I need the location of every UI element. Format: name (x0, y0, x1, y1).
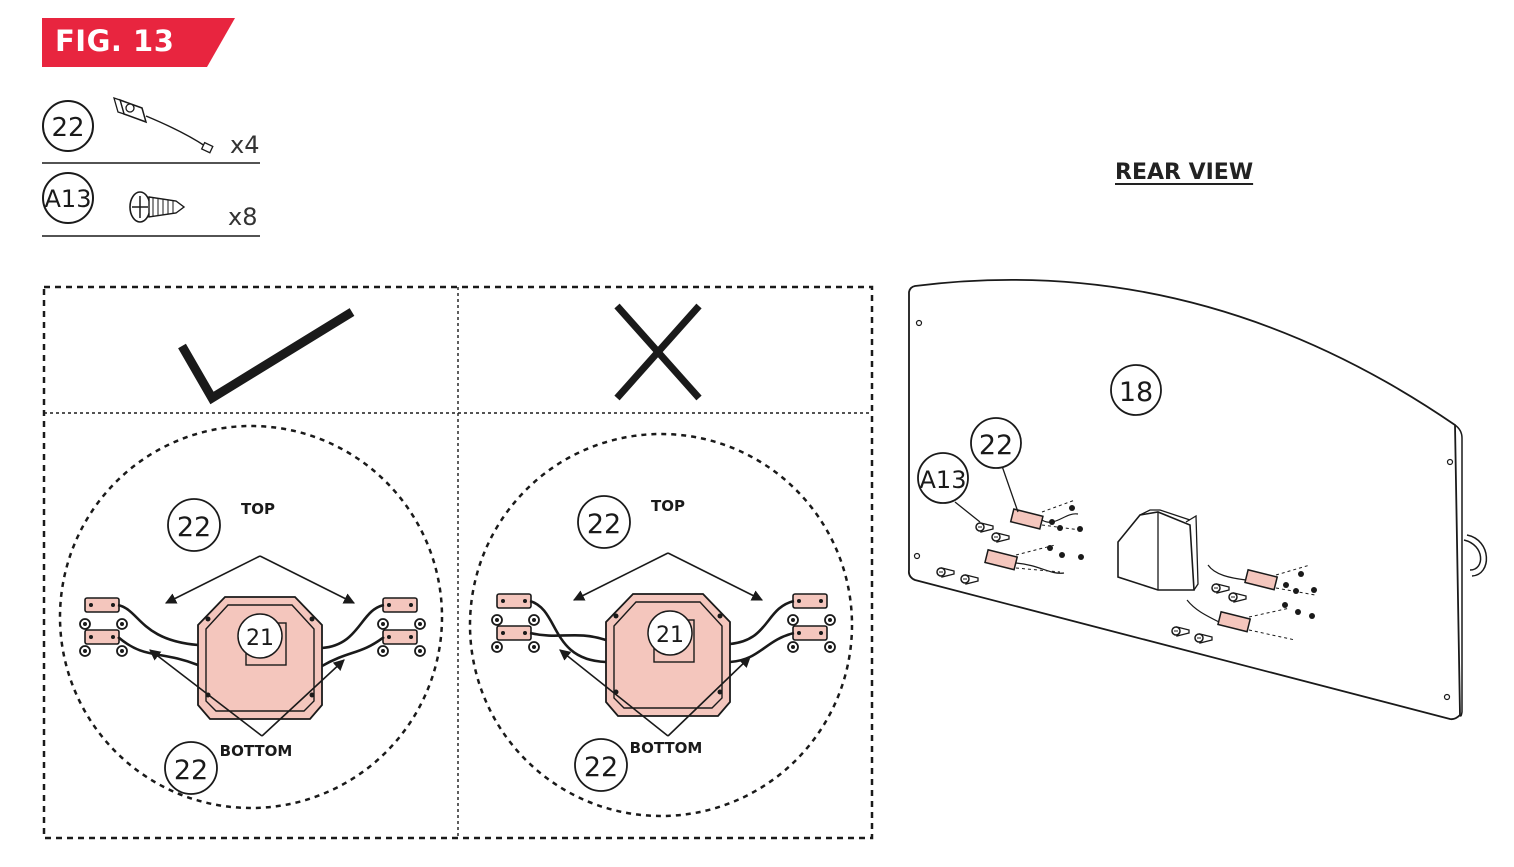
part-22-quantity: x4 (230, 131, 260, 159)
correct-wiring-detail: 22 TOP 21 22 BOTTOM (58, 424, 444, 810)
correct-bottom-label: BOTTOM (220, 742, 293, 760)
incorrect-top-label: TOP (651, 497, 685, 515)
parts-list: 22 A13 (42, 96, 260, 237)
correct-top-label: TOP (241, 500, 275, 518)
screw-icon (129, 191, 186, 223)
incorrect-top-callout: 22 (587, 509, 621, 540)
rear-panel-callout: 18 (1119, 377, 1153, 408)
correct-bottom-callout: 22 (174, 755, 208, 786)
incorrect-wiring-detail: 22 TOP 21 22 BOTTOM (468, 432, 854, 818)
rear-view-diagram: 18 22 A13 (907, 278, 1488, 721)
control-unit (1117, 509, 1199, 591)
incorrect-center-callout: 21 (656, 623, 684, 648)
sensor-with-wire-icon (113, 96, 214, 154)
correct-top-callout: 22 (177, 512, 211, 543)
figure-title: FIG. 13 (55, 24, 175, 58)
part-22-callout (42, 100, 94, 152)
figure-banner (42, 18, 235, 67)
rear-panel-outline (907, 278, 1461, 721)
part-a13-id: A13 (45, 185, 92, 213)
incorrect-bottom-label: BOTTOM (630, 739, 703, 757)
cross-icon (614, 303, 702, 401)
incorrect-bottom-callout: 22 (584, 752, 618, 783)
rear-view-title: REAR VIEW (1115, 160, 1254, 185)
correct-center-callout: 21 (246, 626, 274, 651)
rear-screw-callout: A13 (920, 466, 967, 494)
rear-sensor-callout: 22 (979, 430, 1013, 461)
part-a13-quantity: x8 (228, 203, 258, 231)
comparison-box (42, 285, 874, 840)
part-22-id: 22 (51, 113, 84, 143)
part-a13-callout (42, 172, 94, 224)
checkmark-icon (178, 308, 355, 405)
